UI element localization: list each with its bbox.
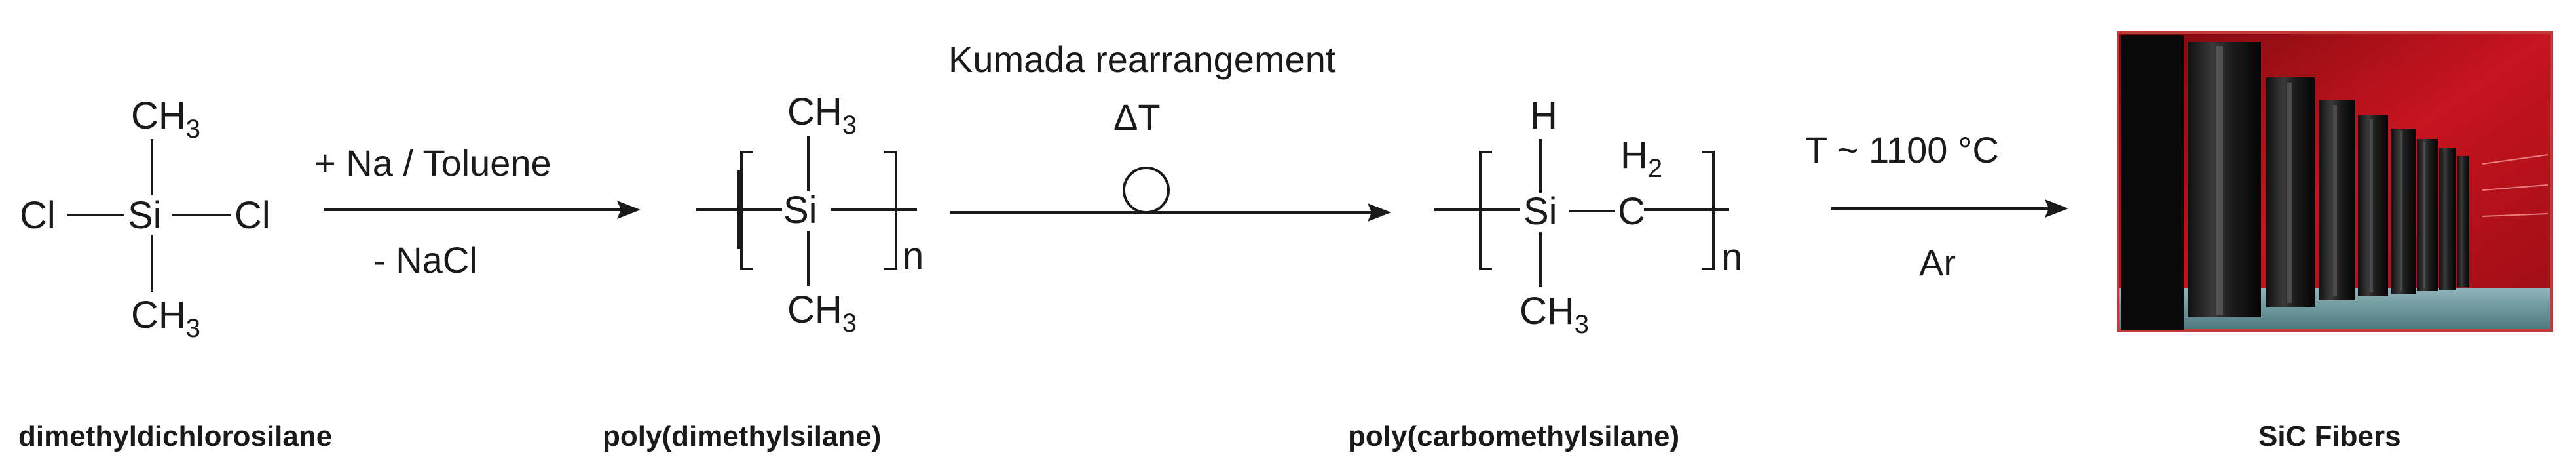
methyl-top: CH3 (787, 90, 857, 140)
reaction-step-2: Kumada rearrangement ΔT (948, 39, 1391, 222)
step1-byproduct: - NaCl (373, 239, 477, 281)
carbon-atom: C (1618, 190, 1645, 233)
label-dimethyldichlorosilane: dimethyldichlorosilane (18, 420, 332, 452)
methyl-top: CH3 (131, 94, 200, 144)
repeat-unit-n: n (903, 235, 924, 277)
compound-labels: dimethyldichlorosilane poly(dimethylsila… (18, 420, 2401, 452)
step3-atmosphere: Ar (1919, 242, 1956, 283)
molecule-polydimethylsilane: Si CH3 CH3 n (696, 90, 924, 338)
step3-arrowhead (2045, 199, 2068, 218)
label-polycarbomethylsilane: poly(carbomethylsilane) (1348, 420, 1679, 452)
bracket-right (884, 151, 897, 270)
fiber-spools (2121, 35, 2548, 330)
methyl-bottom: CH3 (131, 294, 200, 343)
sic-fiber-spools-photo (2117, 31, 2553, 332)
hydrogen-atom: H (1530, 94, 1558, 137)
heat-symbol-circle (1123, 167, 1170, 214)
bracket-right (1702, 151, 1715, 270)
repeat-unit-n: n (1721, 236, 1742, 279)
silicon-atom: Si (128, 194, 162, 237)
step3-temperature: T ~ 1100 °C (1805, 129, 1999, 170)
molecule-polycarbomethylsilane: Si H CH3 C H2 n (1434, 94, 1742, 339)
methyl-bottom: CH3 (787, 288, 857, 338)
bracket-left (1479, 151, 1492, 270)
chlorine-right: Cl (234, 194, 271, 237)
label-sic-fibers: SiC Fibers (2258, 420, 2401, 452)
bracket-left (740, 151, 753, 270)
molecule-dimethyldichlorosilane: Cl Si Cl CH3 CH3 (20, 94, 271, 343)
step1-arrowhead (617, 201, 641, 219)
reaction-step-3: T ~ 1100 °C Ar (1805, 129, 2068, 283)
silicon-atom: Si (783, 189, 817, 231)
label-polydimethylsilane: poly(dimethylsilane) (603, 420, 881, 452)
step1-reagent: + Na / Toluene (314, 142, 551, 184)
step2-name: Kumada rearrangement (948, 39, 1336, 80)
step2-heat: ΔT (1113, 96, 1161, 138)
step2-arrowhead (1368, 203, 1391, 222)
reaction-step-1: + Na / Toluene - NaCl (314, 142, 641, 281)
silicon-atom: Si (1523, 190, 1558, 233)
chlorine-left: Cl (20, 194, 56, 237)
methyl-bottom: CH3 (1520, 290, 1589, 339)
methylene-h2: H2 (1620, 134, 1662, 183)
